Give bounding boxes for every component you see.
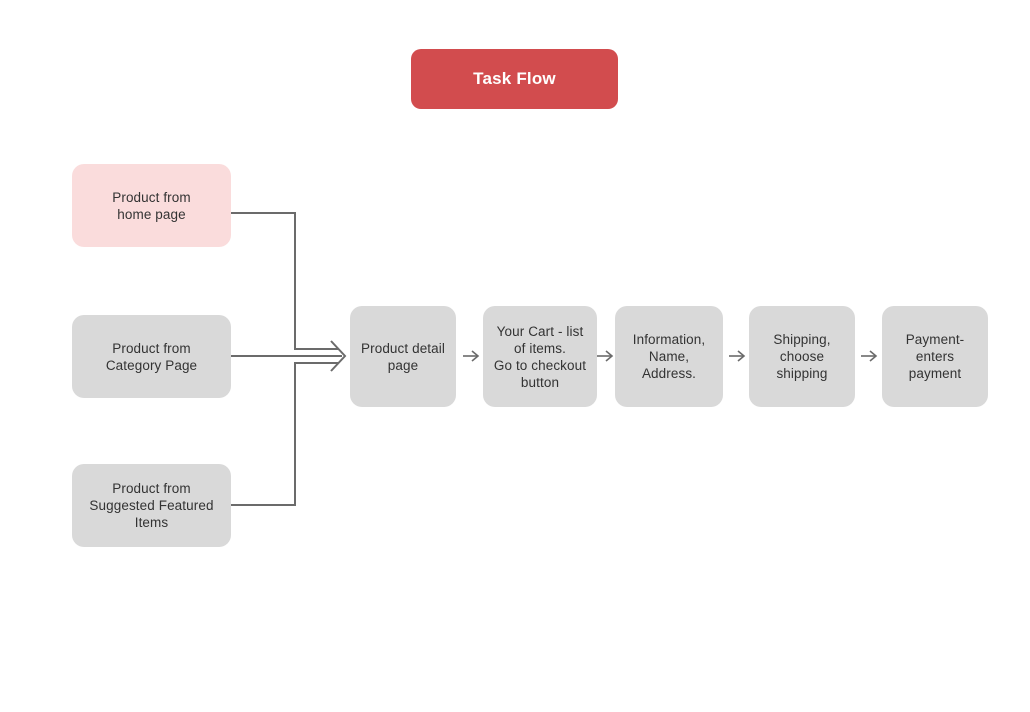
node-your-cart[interactable]: Your Cart - list of items. Go to checkou… (483, 306, 597, 407)
arrowhead-cart-to-information (605, 350, 614, 362)
node-information-name-address[interactable]: Information, Name, Address. (615, 306, 723, 407)
arrowhead-information-to-shipping (737, 350, 746, 362)
arrowhead-shipping-to-payment (869, 350, 878, 362)
merge-arrowhead (330, 340, 347, 372)
node-product-detail-page[interactable]: Product detail page (350, 306, 456, 407)
edge-suggested-to-merge (231, 362, 338, 506)
node-product-from-category-page[interactable]: Product from Category Page (72, 315, 231, 398)
node-product-from-suggested-featured-items[interactable]: Product from Suggested Featured Items (72, 464, 231, 547)
node-shipping-choose-shipping[interactable]: Shipping, choose shipping (749, 306, 855, 407)
diagram-title: Task Flow (411, 49, 618, 109)
node-product-from-home-page[interactable]: Product from home page (72, 164, 231, 247)
arrowhead-detail-to-cart (471, 350, 480, 362)
edge-home-to-merge (231, 212, 338, 350)
node-payment-enters-payment[interactable]: Payment- enters payment (882, 306, 988, 407)
